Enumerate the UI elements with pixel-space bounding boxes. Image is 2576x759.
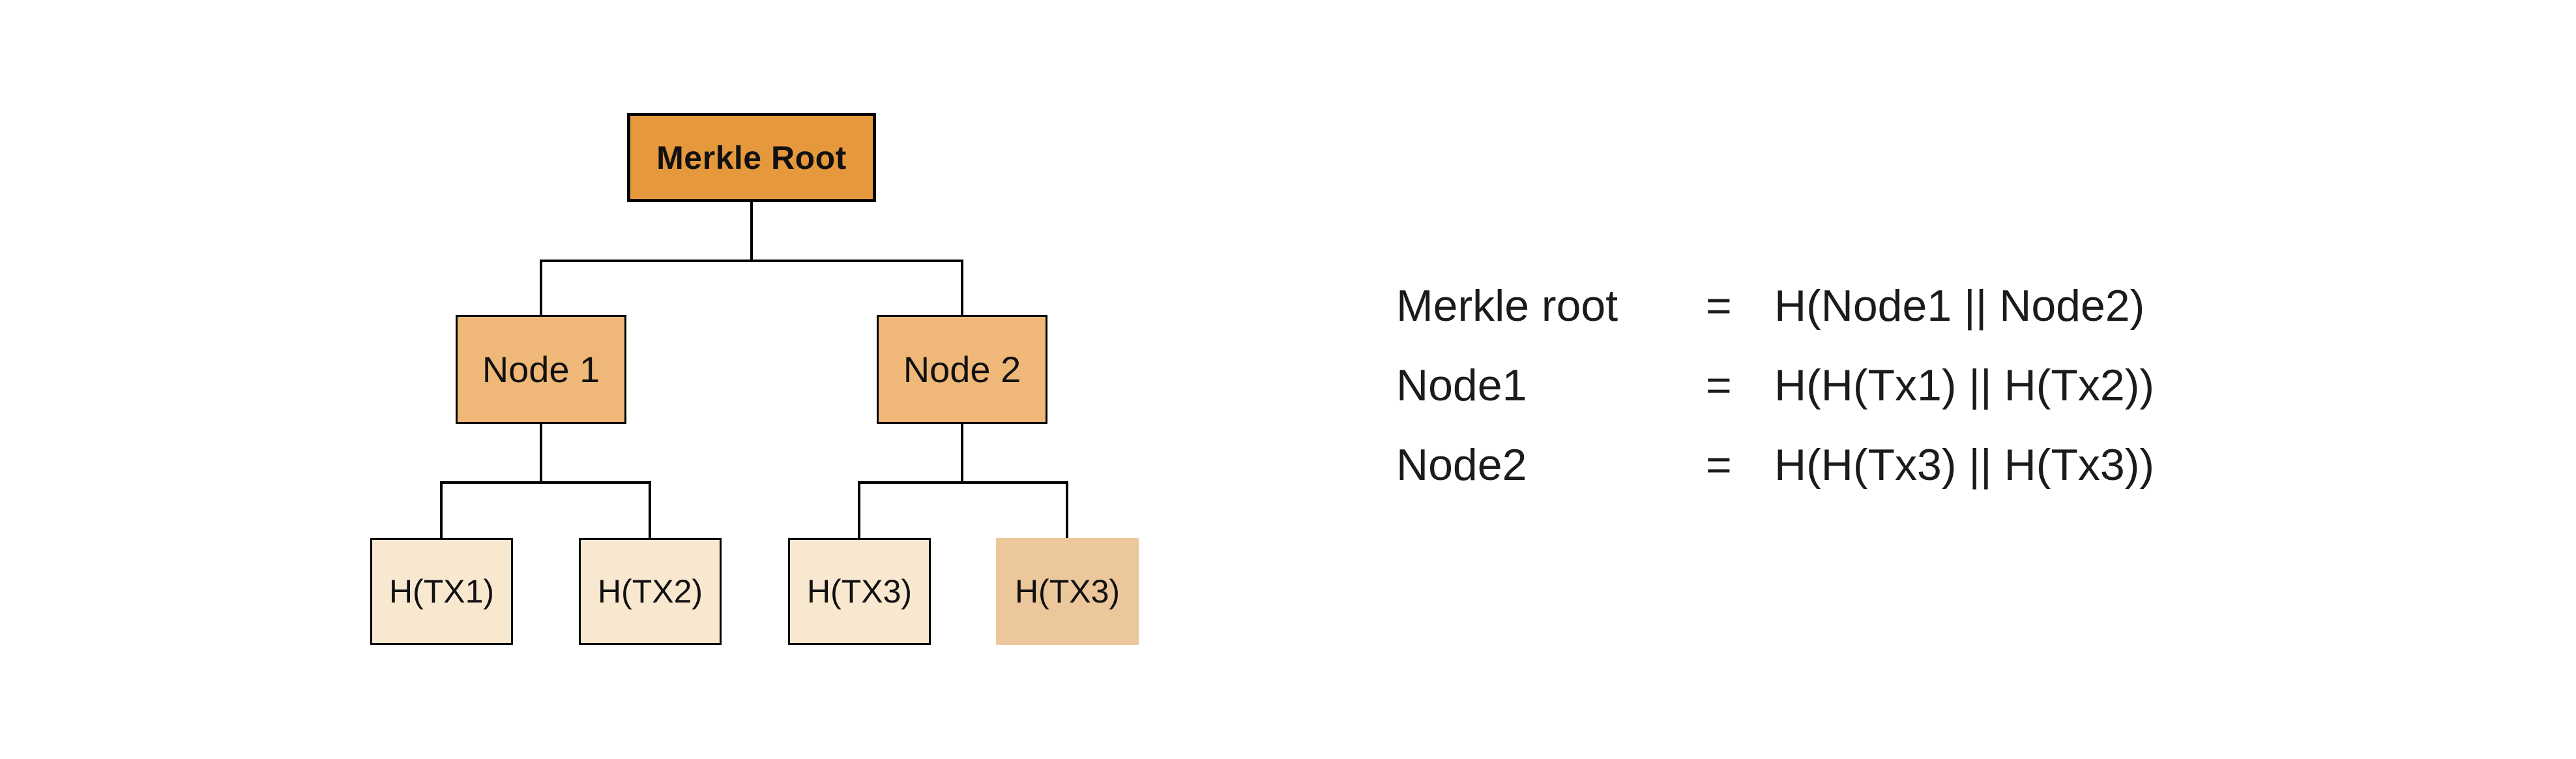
formula-row1-label: Merkle root [1396, 281, 1618, 331]
formula-row3-expression: H(H(Tx3) || H(Tx3)) [1774, 440, 2155, 490]
tree-leaf-htx3: H(TX3) [788, 538, 931, 645]
leaf1-label: H(TX1) [388, 573, 495, 610]
leaf4-label: H(TX3) [1014, 573, 1120, 610]
formula-row3-equals: = [1706, 440, 1732, 490]
connector-node2-to-leaves [858, 481, 1068, 539]
tree-node-1: Node 1 [456, 315, 626, 424]
connector-node1-to-leaves [440, 481, 651, 539]
tree-leaf-htx2: H(TX2) [579, 538, 722, 645]
leaf2-label: H(TX2) [597, 573, 703, 610]
formula-row3-label: Node2 [1396, 440, 1527, 490]
tree-node-2: Node 2 [877, 315, 1047, 424]
connector-root-to-nodes [540, 260, 963, 316]
formula-row2-equals: = [1706, 361, 1732, 410]
formula-panel: Merkle root = H(Node1 || Node2) Node1 = … [1396, 266, 2154, 505]
node2-label: Node 2 [903, 349, 1021, 390]
formula-row1-equals: = [1706, 281, 1732, 331]
leaf3-label: H(TX3) [806, 573, 913, 610]
node1-label: Node 1 [482, 349, 600, 390]
formula-row2-expression: H(H(Tx1) || H(Tx2)) [1774, 361, 2155, 410]
formula-row1-expression: H(Node1 || Node2) [1774, 281, 2145, 331]
formula-row2-label: Node1 [1396, 361, 1527, 410]
merkle-root-label: Merkle Root [656, 139, 847, 176]
tree-leaf-htx3-duplicate: H(TX3) [996, 538, 1139, 645]
tree-node-merkle-root: Merkle Root [627, 113, 876, 202]
tree-leaf-htx1: H(TX1) [370, 538, 513, 645]
